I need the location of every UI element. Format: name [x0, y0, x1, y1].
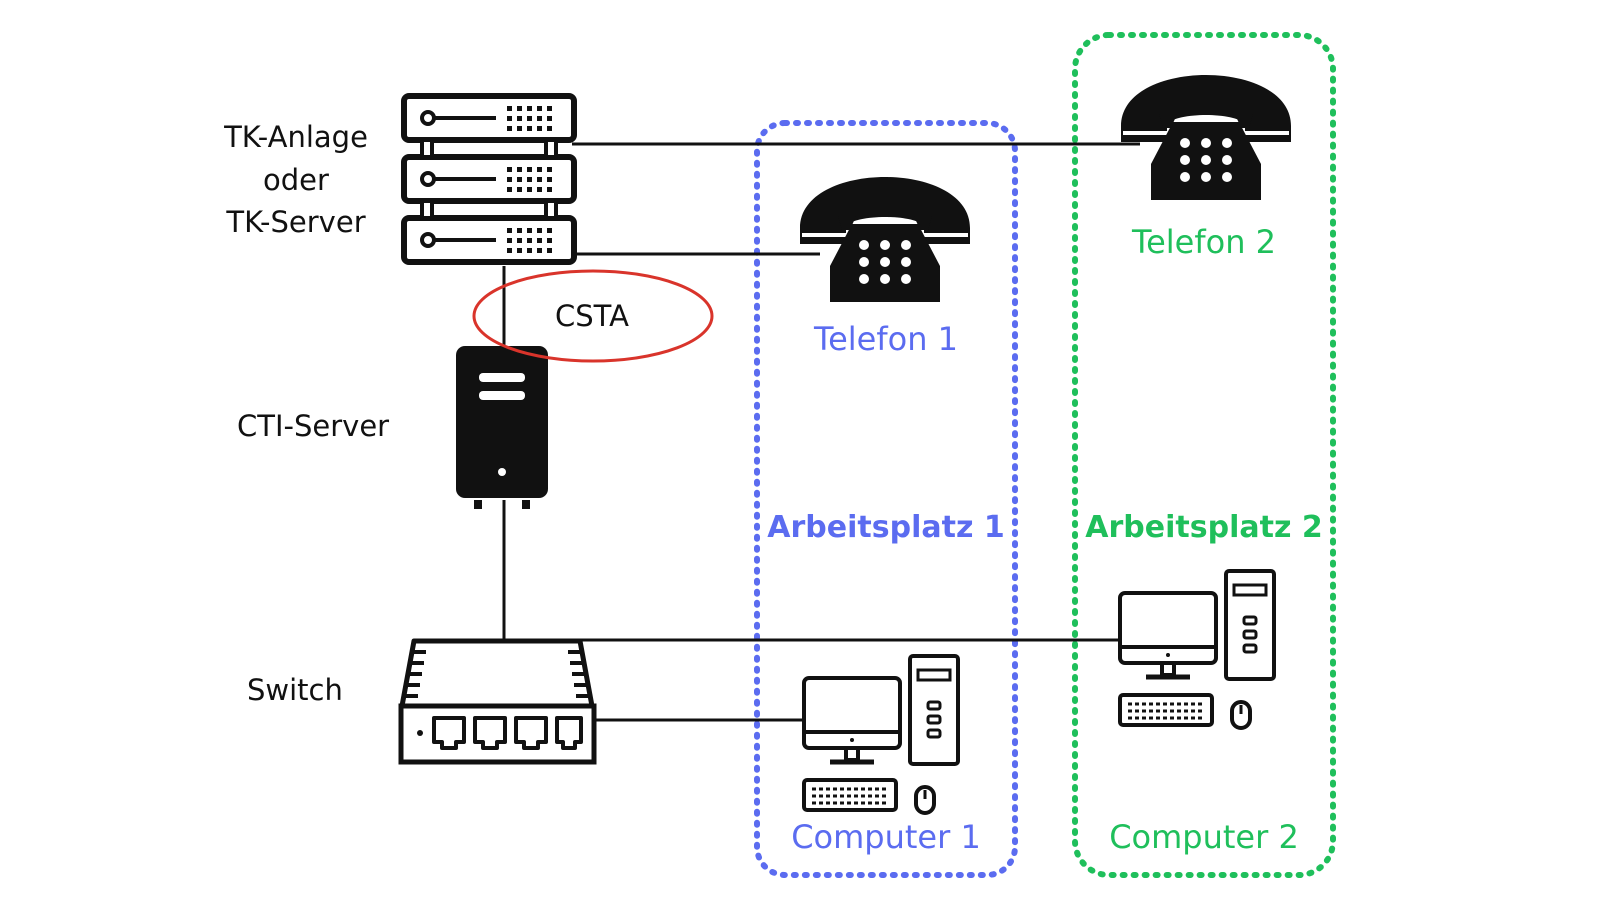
computer-1-label: Computer 1 [791, 818, 981, 856]
workplace-2-box [1072, 32, 1336, 878]
tk-anlage-label-line1: TK-Anlage [224, 120, 368, 154]
telephone-icon [1121, 75, 1291, 200]
cti-server-label: CTI-Server [237, 409, 390, 443]
tower-server-icon [456, 346, 548, 509]
csta-label: CSTA [555, 299, 629, 333]
telephone-icon [800, 177, 970, 302]
csta-ellipse [472, 269, 714, 363]
arbeitsplatz-2-label: Arbeitsplatz 2 [1085, 510, 1323, 545]
computer-2-label: Computer 2 [1109, 818, 1299, 856]
tk-anlage-label-line2: oder [263, 163, 329, 197]
server-rack-icon [404, 96, 574, 262]
desktop-computer-icon [1120, 571, 1274, 728]
tk-anlage-label-line3: TK-Server [226, 205, 366, 239]
switch-label: Switch [247, 673, 343, 707]
desktop-computer-icon [804, 656, 958, 813]
telefon-2-label: Telefon 2 [1131, 223, 1277, 261]
arbeitsplatz-1-label: Arbeitsplatz 1 [767, 510, 1005, 545]
workplace-1-box [754, 120, 1018, 878]
network-switch-icon [398, 638, 597, 765]
connection-lines [502, 142, 1140, 722]
telefon-1-label: Telefon 1 [813, 320, 959, 358]
